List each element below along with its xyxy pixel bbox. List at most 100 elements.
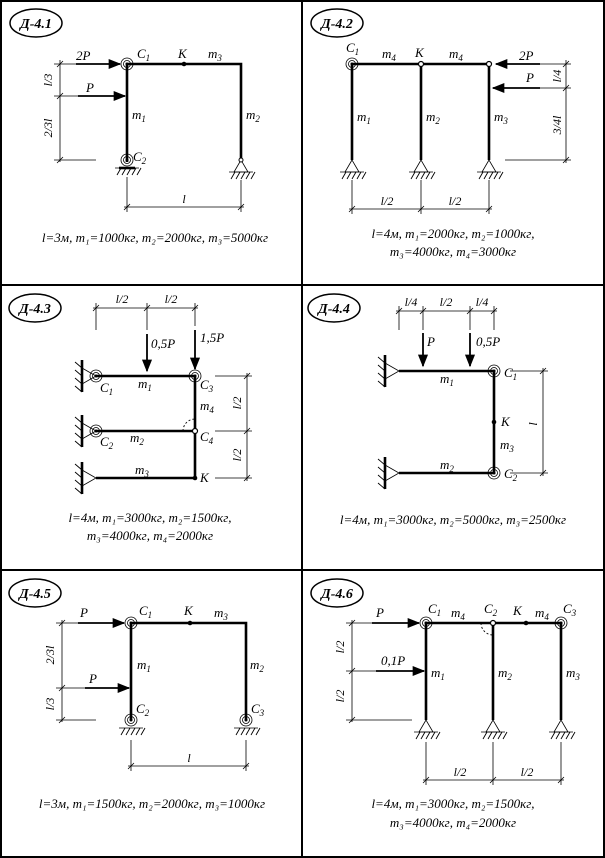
panel-d41: Д-4.1 2P P C1 C2: [9, 8, 268, 245]
ground-support-icon: [115, 166, 142, 176]
spring-joint-icon: [120, 153, 134, 167]
dimension-label: l/2: [230, 397, 244, 410]
mass-label: m1: [357, 109, 371, 126]
dimension-line: [56, 619, 96, 724]
problem-conditions: l=4м, m₁=3000кг, m₂=1500кг,: [371, 796, 534, 811]
problem-conditions: l=4м, m₁=2000кг, m₂=1000кг,: [371, 226, 534, 241]
panel-title-frame: [8, 293, 62, 323]
joint-label: C2: [484, 601, 498, 618]
point-k-marker: [491, 419, 497, 425]
hinge-icon: [485, 60, 493, 68]
hinge-icon: [489, 619, 497, 627]
dimension-label: l/2: [440, 295, 453, 309]
torsion-spring-icon: [480, 622, 494, 636]
torsion-spring-icon: [182, 418, 196, 432]
problem-conditions: m₃=4000кг, m₄=2000кг: [390, 815, 516, 830]
mass-label: m2: [246, 107, 260, 124]
force-label: P: [375, 605, 384, 620]
mass-label: m1: [440, 371, 454, 388]
joint-label: C3: [251, 701, 265, 718]
dimension-label: l/2: [454, 765, 467, 779]
joint-label: C1: [139, 603, 152, 620]
problem-conditions: m₃=4000кг, m₄=3000кг: [390, 244, 516, 259]
joint-label: C3: [200, 377, 214, 394]
panel-title: Д-4.2: [319, 17, 353, 32]
force-label: 0,5P: [476, 334, 500, 349]
dimension-label: 2/3l: [43, 645, 57, 664]
panel-d44: Д-4.4 P 0,5P C1 C2 K m1 m2 m3: [307, 293, 566, 527]
dimension-label: l/4: [476, 295, 489, 309]
panel-title: Д-4.3: [17, 302, 51, 317]
pin-support-icon: [384, 362, 400, 380]
panel-d45: Д-4.5 P P C1 C2 C3 K m1 m2 m3: [8, 578, 265, 811]
panel-title-frame: [9, 8, 63, 38]
dimension-label: l/2: [116, 292, 129, 306]
mass-label: m3: [566, 665, 580, 682]
pin-support-icon: [81, 469, 97, 487]
dimension-label: l/2: [165, 292, 178, 306]
pin-support-icon: [549, 719, 576, 740]
mass-label: m3: [208, 46, 222, 63]
force-label: 2P: [519, 48, 534, 63]
dimension-label: l/3: [41, 74, 55, 87]
dimension-line: [215, 372, 252, 482]
mass-label: m4: [451, 605, 465, 622]
frame-structure: [125, 62, 243, 162]
panel-d42: Д-4.2 2P P C1 K m4 m4 m1 m2: [310, 8, 571, 259]
mass-label: m2: [440, 457, 454, 474]
mass-label: m1: [431, 665, 445, 682]
force-label: P: [85, 80, 94, 95]
dimension-label: l/2: [230, 449, 244, 462]
joint-label: C1: [100, 380, 113, 397]
dimension-label: 3/4l: [550, 115, 564, 135]
dimension-label: l: [187, 751, 191, 765]
dimension-label: l/3: [43, 698, 57, 711]
point-label: K: [183, 603, 194, 618]
panel-title: Д-4.6: [319, 587, 353, 602]
force-label: P: [426, 334, 435, 349]
force-label: 0,5P: [151, 336, 175, 351]
ground-support-icon: [234, 727, 261, 736]
joint-label: C2: [504, 466, 518, 483]
dimension-label: l/2: [449, 194, 462, 208]
force-label: P: [525, 70, 534, 85]
point-k-marker: [181, 61, 187, 67]
point-label: K: [177, 46, 188, 61]
dimension-line: [127, 740, 250, 771]
mass-label: m1: [138, 376, 152, 393]
dimension-label: l/4: [405, 295, 418, 309]
spring-joint-icon: [345, 57, 359, 71]
joint-label: C2: [100, 434, 114, 451]
spring-joint-icon: [487, 364, 501, 378]
joint-label: C1: [428, 601, 441, 618]
spring-joint-icon: [124, 713, 138, 727]
mass-label: m4: [200, 398, 214, 415]
dimension-label: l/2: [381, 194, 394, 208]
dimension-line: [510, 367, 548, 477]
dimension-label: l/2: [521, 765, 534, 779]
joint-label: C3: [563, 601, 577, 618]
point-k-marker: [192, 475, 198, 481]
panel-d46: Д-4.6 P 0,1P C1 C2 C3 K m4 m4: [310, 578, 580, 830]
dimension-line: [346, 619, 412, 724]
spring-joint-icon: [487, 466, 501, 480]
dimension-line: [348, 180, 493, 214]
mass-label: m2: [498, 665, 512, 682]
dimension-label: l/4: [550, 70, 564, 83]
spring-joint-icon: [89, 424, 103, 438]
panel-title: Д-4.5: [17, 587, 51, 602]
problem-conditions: l=4м, m₁=3000кг, m₂=1500кг,: [68, 510, 231, 525]
problem-conditions: l=3м, m₁=1000кг, m₂=2000кг, m₃=5000кг: [42, 230, 268, 245]
mass-label: m2: [130, 430, 144, 447]
panel-title: Д-4.1: [18, 17, 52, 32]
mass-label: m1: [137, 657, 151, 674]
panel-title-frame: [310, 8, 364, 38]
point-k-marker: [187, 620, 193, 626]
dimension-label: l: [526, 422, 540, 426]
joint-label: C1: [137, 46, 150, 63]
joint-label: C1: [346, 40, 359, 57]
mass-label: m3: [500, 437, 514, 454]
dimension-label: l/2: [333, 690, 347, 703]
mass-label: m4: [382, 46, 396, 63]
